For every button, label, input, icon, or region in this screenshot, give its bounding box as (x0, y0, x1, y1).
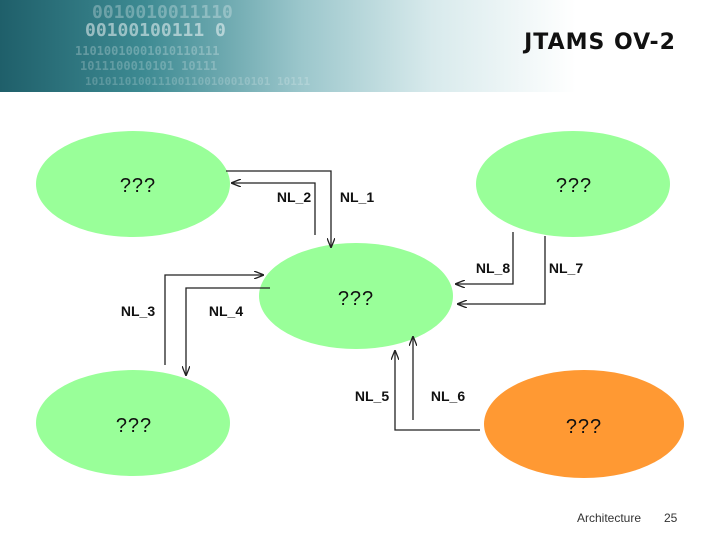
binary-line-4: 1011100010101 10111 (80, 59, 218, 73)
binary-line-3: 11010010001010110111 (75, 44, 220, 58)
binary-line-2: 00100100111 0 (85, 20, 226, 41)
node-bottom-right-label: ??? (566, 416, 602, 438)
link-label-nl5: NL_5 (355, 388, 389, 404)
footer-label: Architecture (577, 511, 642, 525)
link-label-nl7: NL_7 (549, 260, 583, 276)
arrow-nl5-link (395, 351, 480, 431)
arrow-nl4-link (186, 287, 270, 375)
binary-line-5: 1010110100111001100100010101 10111 (85, 75, 311, 88)
node-center-ellipse (259, 243, 453, 349)
node-top-left-ellipse (36, 131, 230, 237)
arrow-nl3-link (164, 275, 263, 365)
link-label-nl8: NL_8 (476, 260, 510, 276)
node-top-left-label: ??? (120, 175, 156, 197)
node-bottom-left-label: ??? (116, 415, 152, 437)
node-top-right: ??? (476, 131, 670, 237)
node-center-label: ??? (338, 288, 374, 310)
header-banner: 0010010011110 00100100111 0 110100100010… (0, 0, 720, 92)
link-label-nl2: NL_2 (277, 189, 311, 205)
binary-line-1: 0010010011110 (92, 2, 233, 23)
arrow-nl7-link (458, 236, 546, 304)
arrow-nl2-link (232, 183, 316, 235)
node-top-right-label: ??? (556, 175, 592, 197)
arrow-nl8 (456, 232, 514, 284)
node-bottom-left: ??? (36, 370, 230, 476)
node-bottom-left-ellipse (36, 370, 230, 476)
link-label-nl4: NL_4 (209, 303, 243, 319)
link-label-nl1: NL_1 (340, 189, 374, 205)
page-title: JTAMS OV-2 (524, 30, 676, 55)
page-number: 25 (664, 511, 678, 525)
link-label-nl3: NL_3 (121, 303, 155, 319)
node-bottom-right-ellipse (484, 370, 684, 478)
arrow-nl1-link (226, 170, 331, 247)
node-bottom-right: ??? (484, 370, 684, 478)
node-center: ??? (259, 243, 453, 349)
node-top-right-ellipse (476, 131, 670, 237)
node-top-left: ??? (36, 131, 230, 237)
link-label-nl6: NL_6 (431, 388, 465, 404)
